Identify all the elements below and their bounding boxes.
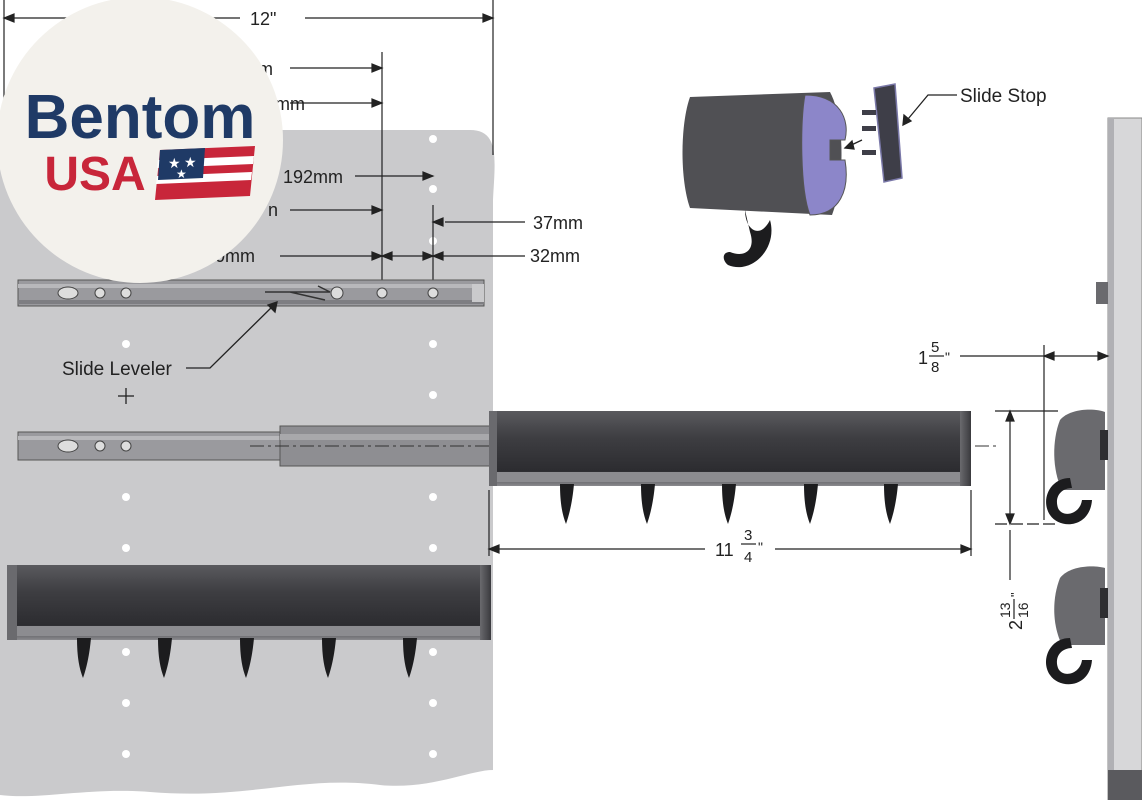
side-hook-upper [1046, 409, 1108, 525]
crosshair-icon [118, 388, 134, 404]
rack-rail-extended [489, 411, 971, 486]
rack-hooks-extended [560, 484, 898, 524]
metric-dimension-lines [280, 52, 525, 285]
svg-text:": " [1008, 592, 1023, 597]
us-flag-icon: ★ ★ ★ [155, 146, 255, 200]
svg-text:": " [758, 539, 763, 555]
svg-text:": " [945, 349, 950, 365]
svg-text:13: 13 [997, 602, 1013, 618]
dim-hook-spacing: 2 13 16 " [997, 592, 1031, 630]
dim-label-mm: mm [275, 94, 305, 114]
svg-text:★: ★ [176, 167, 187, 181]
slide-stop-detail [682, 83, 903, 268]
svg-text:4: 4 [744, 549, 752, 566]
side-view-dimensions [960, 345, 1110, 580]
slide-rail-top [17, 279, 485, 307]
slide-rail-extended [17, 425, 1000, 467]
dim-label-37mm: 37mm [533, 213, 583, 233]
logo-country-text: USA [44, 148, 145, 201]
svg-text:★: ★ [184, 155, 197, 171]
svg-text:5: 5 [931, 339, 939, 356]
slide-stop-leader [843, 94, 957, 150]
svg-text:★: ★ [168, 156, 181, 172]
dim-hook-offset: 1 5 8 " [918, 339, 950, 376]
svg-text:16: 16 [1015, 602, 1031, 618]
svg-text:11: 11 [715, 540, 734, 560]
svg-text:8: 8 [931, 359, 939, 376]
bentom-usa-logo: Bentom USA ★ ★ ★ [0, 0, 283, 283]
dim-rail-length: 11 3 4 " [715, 527, 763, 566]
dim-label-192mm: 192mm [283, 167, 343, 187]
dim-label-n: n [268, 200, 278, 220]
rail-length-dimension [487, 490, 973, 556]
slide-stop-label: Slide Stop [960, 86, 1047, 107]
dim-overall-width: 12" [250, 9, 276, 29]
slide-leveler-leader [186, 301, 278, 369]
side-view-panel [1096, 117, 1142, 800]
svg-text:1: 1 [918, 348, 928, 368]
dim-label-32mm: 32mm [530, 246, 580, 266]
side-hook-lower [1046, 566, 1108, 685]
slide-leveler-label: Slide Leveler [62, 359, 173, 380]
svg-text:3: 3 [744, 527, 752, 544]
rack-rail-closed [7, 565, 491, 640]
svg-text:2: 2 [1006, 620, 1026, 630]
logo-brand-text: Bentom [25, 83, 256, 152]
